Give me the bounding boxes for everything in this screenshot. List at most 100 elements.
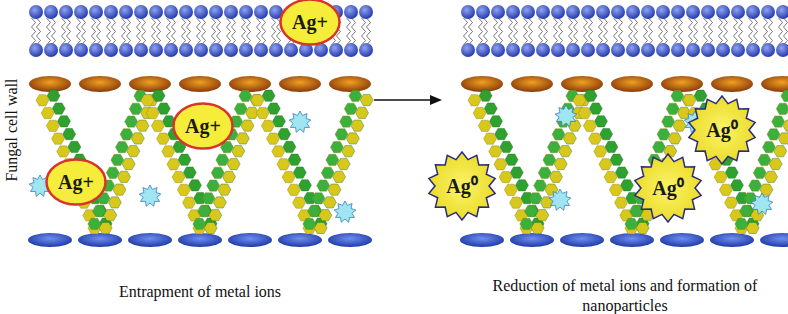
chain-unit [157, 103, 170, 114]
outer-layer [278, 233, 322, 247]
lipid-head [626, 43, 640, 57]
chain-unit [351, 120, 364, 131]
lipid-head [731, 43, 745, 57]
chain-unit [765, 171, 778, 182]
lipid-head [461, 5, 475, 19]
chain-unit [118, 171, 131, 182]
chain-unit [193, 218, 206, 229]
lipid-head [686, 5, 700, 19]
chain-unit [489, 116, 502, 127]
lipid-head [536, 43, 550, 57]
lipid-head [29, 5, 43, 19]
chain-unit [178, 154, 191, 165]
chain-unit [550, 171, 563, 182]
chain-unit [261, 120, 274, 131]
chain-unit [559, 146, 572, 157]
chain-unit [239, 90, 252, 101]
chain-unit [769, 158, 782, 169]
chain-unit [739, 206, 752, 217]
chain-unit [468, 95, 481, 106]
chain-unit [282, 171, 295, 182]
chain-unit [683, 95, 696, 106]
lipid-head [656, 43, 670, 57]
chain-unit [321, 167, 334, 178]
lipid-head [74, 5, 88, 19]
chain-unit [146, 107, 159, 118]
lipid-head [104, 43, 118, 57]
lipid-head [611, 5, 625, 19]
chain-unit [625, 218, 638, 229]
silver-nanoparticle: Ag⁰ [633, 153, 703, 223]
lipid-head [641, 43, 655, 57]
chain-unit [177, 184, 190, 195]
chain-unit [234, 103, 247, 114]
chain-unit [277, 159, 290, 170]
chain-unit [578, 107, 591, 118]
chain-unit [197, 206, 210, 217]
membrane-protein [329, 76, 371, 92]
lipid-head [551, 43, 565, 57]
chain-unit [342, 146, 355, 157]
chain-unit [609, 184, 622, 195]
chain-unit [188, 180, 201, 191]
chain-unit [328, 184, 341, 195]
chain-unit [251, 95, 264, 106]
chain-unit [218, 184, 231, 195]
silver-ion: Ag+ [279, 0, 341, 46]
chain-unit [714, 171, 727, 182]
chain-unit [515, 180, 528, 191]
chain-unit [620, 180, 633, 191]
chain-unit [776, 103, 788, 114]
chain-unit [223, 171, 236, 182]
chain-unit [267, 133, 280, 144]
chain-unit [47, 90, 60, 101]
chain-unit [326, 154, 339, 165]
chain-unit [204, 222, 217, 233]
lipid-head [59, 5, 73, 19]
lipid-head [761, 43, 775, 57]
cell-wall-panel [460, 5, 788, 247]
outer-layer [460, 233, 504, 247]
chain-unit [216, 154, 229, 165]
chain-unit [762, 142, 775, 153]
lipid-head [134, 5, 148, 19]
lipid-head [104, 5, 118, 19]
chain-unit [484, 133, 497, 144]
lipid-head [701, 43, 715, 57]
lipid-head [74, 43, 88, 57]
chain-unit [288, 154, 301, 165]
chain-unit [499, 171, 512, 182]
lipid-head [329, 43, 343, 57]
chain-unit [283, 141, 296, 152]
chain-unit [303, 218, 316, 229]
chain-unit [106, 167, 119, 178]
chain-unit [583, 120, 596, 131]
ion-label: Ag+ [185, 116, 221, 136]
chain-unit [162, 146, 175, 157]
chain-unit [694, 90, 707, 101]
lipid-head [59, 43, 73, 57]
lipid-head [566, 43, 580, 57]
chain-unit [531, 222, 544, 233]
chain-unit [183, 167, 196, 178]
lipid-head [119, 5, 133, 19]
membrane-protein [129, 76, 171, 92]
chain-unit [52, 103, 65, 114]
chain-unit [152, 90, 165, 101]
lipid-head [164, 5, 178, 19]
lipid-head [596, 5, 610, 19]
lipid-head [656, 5, 670, 19]
chain-unit [278, 129, 291, 140]
membrane-protein [79, 76, 121, 92]
chain-unit [473, 107, 486, 118]
chain-unit [360, 94, 373, 105]
chain-unit [584, 90, 597, 101]
chain-unit [772, 116, 785, 127]
ion-label: Ag⁰ [652, 178, 683, 198]
chain-unit [131, 133, 144, 144]
lipid-head [254, 43, 268, 57]
chain-unit [344, 103, 357, 114]
lipid-head [776, 43, 788, 57]
membrane-protein [711, 76, 753, 92]
membrane-protein [29, 76, 71, 92]
